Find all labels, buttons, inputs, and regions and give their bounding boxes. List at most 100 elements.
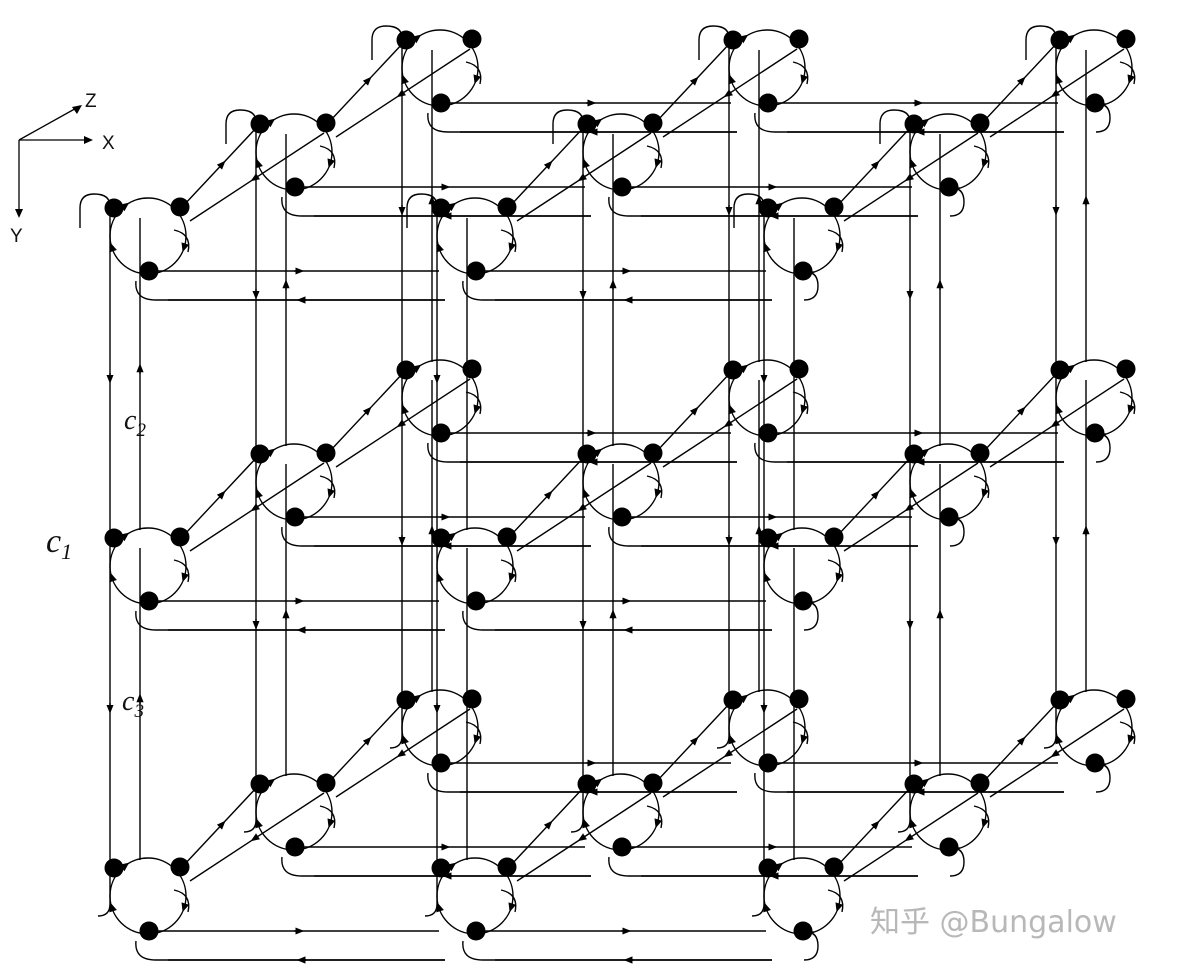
z-rail-b-2-2-0-arrow xyxy=(904,833,915,842)
site-ring-arrow-0-0-2-2 xyxy=(401,74,409,85)
site-ring-arrow-1-1-0-1 xyxy=(508,572,517,583)
y-arrowhead xyxy=(15,209,23,218)
c2-label: c2 xyxy=(124,405,146,441)
lattice-node-1-1-0-0 xyxy=(431,528,451,548)
z-rail-b-1-0-0-arrow xyxy=(577,173,588,182)
site-ring-arrow-0-2-2-2 xyxy=(401,734,409,745)
lattice-node-1-0-0-0 xyxy=(431,198,451,218)
x-rail-back-1-1-1 xyxy=(608,526,918,547)
x-axis-label: X xyxy=(102,133,115,154)
lattice-node-0-0-1-1 xyxy=(316,113,336,133)
z-rail-a-2-0-0-arrow xyxy=(870,160,880,170)
curve-labels: c2 c1 c3 xyxy=(46,405,146,722)
site-ring-arrow-2-1-2-1 xyxy=(1127,404,1136,415)
lattice-node-0-2-1-0 xyxy=(250,774,270,794)
lattice-node-1-2-0-0 xyxy=(431,858,451,878)
lattice-node-0-1-2-1 xyxy=(462,359,482,379)
lattice-node-1-0-0-2 xyxy=(466,261,486,281)
site-ring-arrow-2-2-1-2 xyxy=(909,818,917,829)
lattice-node-1-0-2-0 xyxy=(723,30,743,50)
site-hook-1-1-1 xyxy=(646,475,663,499)
y-endloop-1-2-1 xyxy=(570,792,584,833)
site-ring-arrow-2-2-2-2 xyxy=(1055,734,1063,745)
z-rail-a-2-0-1-arrow xyxy=(1016,76,1026,86)
lattice-node-0-1-1-2 xyxy=(285,507,305,527)
x-rail-back-0-2-0 xyxy=(135,940,445,961)
lattice-node-1-0-1-0 xyxy=(577,114,597,134)
lattice-node-0-2-2-1 xyxy=(462,689,482,709)
x-rail-back-0-0-2 xyxy=(427,112,737,133)
site-ring-arrow-2-1-1-1 xyxy=(981,488,990,499)
site-ring-arrow-2-1-0-2 xyxy=(763,572,771,583)
z-rail-a-1-0-0-arrow xyxy=(543,160,553,170)
site-ring-arrow-1-0-1-1 xyxy=(654,158,663,169)
site-hook-2-2-0 xyxy=(827,889,844,913)
lattice-node-1-2-2-0 xyxy=(723,690,743,710)
site-hook-0-1-2 xyxy=(465,391,482,415)
site-ring-arrow-1-2-0-1 xyxy=(508,902,517,913)
lattice-node-0-2-0-0 xyxy=(104,858,124,878)
y-endloop-0-2-1 xyxy=(243,792,257,833)
lattice-node-2-0-0-2 xyxy=(793,261,813,281)
z-rail-b-1-1-0-arrow xyxy=(577,503,588,512)
site-ring-arrow-2-2-1-1 xyxy=(981,818,990,829)
site-ring-arrow-1-2-1-2 xyxy=(582,818,590,829)
site-hook-0-2-2 xyxy=(465,721,482,745)
site-hook-1-1-2 xyxy=(792,391,809,415)
y-endloop-0-2-0 xyxy=(97,876,111,917)
z-rail-a-2-1-0-arrow xyxy=(870,490,880,500)
x-arrowhead xyxy=(84,136,93,144)
z-rail-b-2-2-1-arrow xyxy=(1050,749,1061,758)
site-ring-arrow-1-1-2-2 xyxy=(728,404,736,415)
lattice-node-2-2-2-1 xyxy=(1116,689,1136,709)
lattice-node-2-2-0-0 xyxy=(758,858,778,878)
z-rail-a-0-2-0-arrow xyxy=(216,820,226,830)
x-rail-back-0-1-1 xyxy=(281,526,591,547)
lattice-node-1-1-1-2 xyxy=(612,507,632,527)
z-rail-a-1-1-0-arrow xyxy=(543,490,553,500)
site-ring-arrow-1-1-0-2 xyxy=(436,572,444,583)
site-ring-arrow-2-2-2-1 xyxy=(1127,734,1136,745)
lattice-node-0-1-1-1 xyxy=(316,443,336,463)
lattice-node-2-2-1-1 xyxy=(970,773,990,793)
x-rail-back-1-0-0 xyxy=(462,280,772,301)
lattice-node-1-0-1-1 xyxy=(643,113,663,133)
site-hook-2-1-0 xyxy=(827,559,844,583)
y-endloop-0-2-2 xyxy=(389,708,403,749)
lattice-node-2-0-1-2 xyxy=(939,177,959,197)
lattice-node-2-2-1-2 xyxy=(939,837,959,857)
z-rail-b-2-1-0-arrow xyxy=(904,503,915,512)
lattice-node-2-0-1-1 xyxy=(970,113,990,133)
site-ring-arrow-0-0-0-2 xyxy=(109,242,117,253)
lattice-node-0-0-2-2 xyxy=(431,93,451,113)
site-ring-arrow-1-0-1-2 xyxy=(582,158,590,169)
site-ring-arrow-2-0-1-2 xyxy=(909,158,917,169)
z-rail-b-0-0-1-arrow xyxy=(396,89,407,98)
x-rail-back-1-2-1 xyxy=(608,856,918,877)
lattice-node-1-1-0-2 xyxy=(466,591,486,611)
lattice-node-1-1-2-2 xyxy=(758,423,778,443)
lattice-node-0-2-2-0 xyxy=(396,690,416,710)
x-rail-back-1-1-2 xyxy=(754,442,1064,463)
lattice-node-2-0-0-1 xyxy=(824,197,844,217)
lattice-node-0-1-0-0 xyxy=(104,528,124,548)
x-rail-back-1-0-1 xyxy=(608,196,918,217)
lattice-node-0-1-0-1 xyxy=(170,527,190,547)
z-axis-label: Z xyxy=(85,91,97,112)
z-rail-a-0-1-0-arrow xyxy=(216,490,226,500)
x-rail-back-0-2-1 xyxy=(281,856,591,877)
site-ring-arrow-2-2-0-2 xyxy=(763,902,771,913)
lattice-node-1-1-1-1 xyxy=(643,443,663,463)
lattice-node-1-1-0-1 xyxy=(497,527,517,547)
z-rail-b-2-0-1-arrow xyxy=(1050,89,1061,98)
lattice-node-1-1-2-1 xyxy=(789,359,809,379)
z-rail-a-1-2-0-arrow xyxy=(543,820,553,830)
site-hook-0-2-0 xyxy=(173,889,190,913)
site-ring-arrow-1-1-1-1 xyxy=(654,488,663,499)
x-rail-back-0-1-2 xyxy=(427,442,737,463)
site-ring-arrow-1-2-1-1 xyxy=(654,818,663,829)
lattice-node-0-0-0-1 xyxy=(170,197,190,217)
z-rail-b-0-2-1-arrow xyxy=(396,749,407,758)
z-rail-a-2-2-0-arrow xyxy=(870,820,880,830)
